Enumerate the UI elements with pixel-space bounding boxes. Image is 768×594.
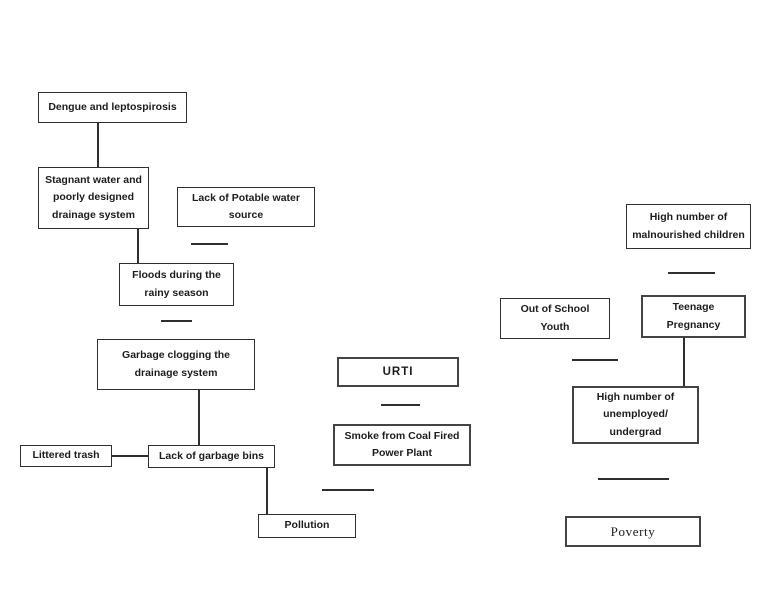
node-label: Dengue and leptospirosis — [48, 100, 177, 113]
node-label: Floods during the rainy season — [132, 269, 221, 299]
blank-under-unemployed — [598, 478, 669, 480]
node-label: Littered trash — [32, 449, 100, 462]
node-label: Lack of garbage bins — [158, 449, 265, 462]
node-potable-water: Lack of Potable water source — [177, 187, 315, 227]
node-label: URTI — [382, 365, 414, 378]
node-label: Teenage Pregnancy — [666, 301, 721, 331]
blank-under-urti — [381, 404, 420, 406]
node-label: Stagnant water and poorly designed drain… — [45, 174, 142, 221]
blank-under-floods — [161, 320, 192, 322]
node-label: Lack of Potable water source — [192, 191, 300, 221]
node-out-of-school-youth: Out of School Youth — [500, 298, 610, 339]
connector-line-littered-to-bins — [112, 455, 148, 457]
connector-line-garbage-to-bins — [198, 390, 200, 445]
node-stagnant-water: Stagnant water and poorly designed drain… — [38, 167, 149, 229]
node-label: High number of unemployed/ undergrad — [596, 391, 675, 438]
node-label: Poverty — [610, 523, 656, 539]
node-floods: Floods during the rainy season — [119, 263, 234, 306]
node-garbage-bins: Lack of garbage bins — [148, 445, 275, 468]
node-label: Smoke from Coal Fired Power Plant — [344, 429, 460, 459]
connector-line-dengue-to-stagnant — [97, 123, 99, 167]
connector-line-teenage-to-unemployed — [683, 338, 685, 386]
node-urti: URTI — [337, 357, 459, 387]
node-unemployed-undergrad: High number of unemployed/ undergrad — [572, 386, 699, 444]
node-littered-trash: Littered trash — [20, 445, 112, 467]
node-label: High number of malnourished children — [632, 211, 745, 241]
connector-line-bins-to-pollution — [266, 468, 268, 514]
node-teenage-pregnancy: Teenage Pregnancy — [641, 295, 746, 338]
node-dengue-leptospirosis: Dengue and leptospirosis — [38, 92, 187, 123]
node-label: Pollution — [284, 519, 330, 532]
blank-under-smoke — [322, 489, 374, 491]
node-poverty: Poverty — [565, 516, 701, 547]
blank-under-osy — [572, 359, 618, 361]
node-label: Garbage clogging the drainage system — [122, 349, 230, 379]
connector-line-stagnant-to-floods — [137, 229, 139, 263]
node-malnourished-children: High number of malnourished children — [626, 204, 751, 249]
blank-under-malnourished — [668, 272, 715, 274]
node-label: Out of School Youth — [520, 303, 590, 333]
node-smoke-coal-plant: Smoke from Coal Fired Power Plant — [333, 424, 471, 466]
node-garbage-clogging: Garbage clogging the drainage system — [97, 339, 255, 390]
blank-under-potable — [191, 243, 228, 245]
node-pollution: Pollution — [258, 514, 356, 538]
